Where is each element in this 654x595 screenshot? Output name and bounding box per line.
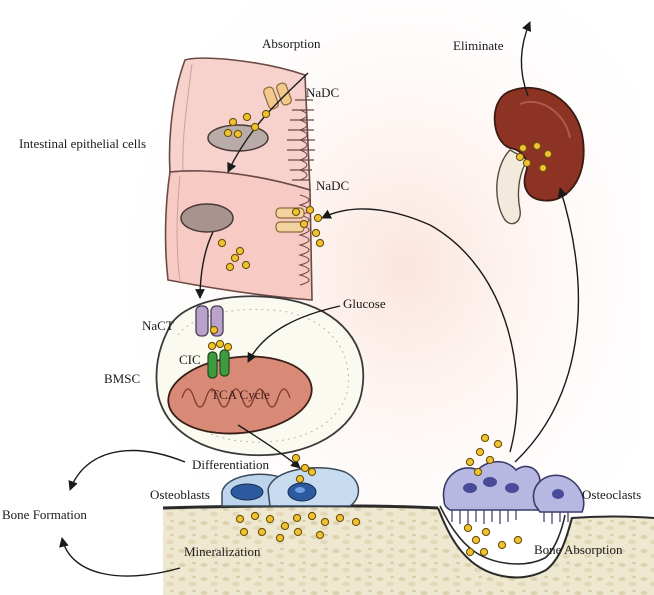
arrow-glucose [247, 305, 341, 363]
citrate-dots [207, 109, 553, 557]
osteoclast-cells [442, 460, 585, 524]
arrow-tca-to-differentiation [237, 424, 301, 469]
cic-transporter [207, 349, 230, 379]
label-bone-absorption: Bone Absorption [534, 542, 623, 557]
label-nadc-top: NaDC [306, 85, 340, 100]
label-bmsc: BMSC [104, 371, 141, 386]
arrow-mineralization [59, 537, 181, 577]
arrow-bone-to-kidney [514, 187, 580, 463]
label-eliminate: Eliminate [453, 38, 504, 53]
label-glucose: Glucose [343, 296, 386, 311]
label-bone-formation: Bone Formation [2, 507, 87, 522]
label-nadc-mid: NaDC [316, 178, 350, 193]
label-nact: NaCT [142, 318, 174, 333]
arrow-epithelium-to-bmsc [195, 231, 214, 299]
label-tca-cycle: TCA Cycle [211, 387, 270, 402]
flow-arrows [59, 21, 580, 577]
label-absorption: Absorption [262, 36, 321, 51]
label-osteoblasts: Osteoblasts [150, 487, 210, 502]
label-cic: CIC [179, 352, 201, 367]
mitochondria [167, 355, 313, 435]
arrow-eliminate [520, 21, 531, 97]
label-osteoclasts: Osteoclasts [582, 487, 642, 502]
intestinal-epithelium [164, 57, 315, 301]
label-mineralization: Mineralization [184, 544, 261, 559]
osteoblast-cells [221, 467, 360, 507]
arrow-bone-to-epithelium [321, 208, 518, 453]
label-differentiation: Differentiation [192, 457, 270, 472]
arrow-bone-formation [68, 450, 186, 491]
label-intestinal-epithelial-cells: Intestinal epithelial cells [19, 136, 147, 151]
